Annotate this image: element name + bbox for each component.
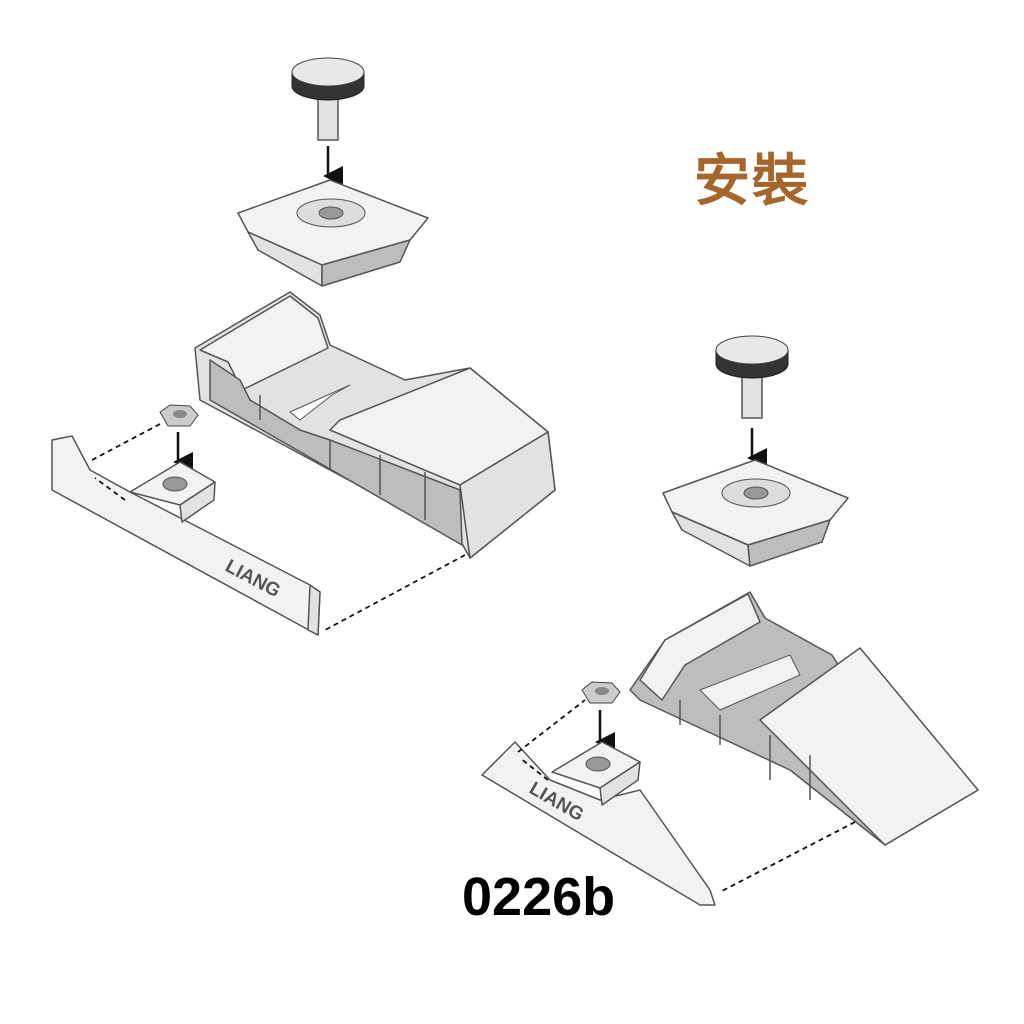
nut-left <box>159 404 199 427</box>
model-number: 0226b <box>462 867 616 927</box>
clamp-plate-right <box>662 459 849 567</box>
guide-line <box>91 423 466 631</box>
channel-profile-left <box>194 291 556 559</box>
left-assembly: LIANG <box>51 57 556 636</box>
thumb-screw-left <box>291 57 365 141</box>
clamp-plate-left <box>237 179 429 287</box>
nut-holder-right <box>551 741 641 806</box>
channel-profile-right <box>629 591 979 846</box>
guide-line <box>517 699 856 893</box>
thumb-screw-right <box>715 335 789 419</box>
nut-right <box>581 681 621 704</box>
page-title: 安裝 <box>694 148 810 214</box>
right-assembly: LIANG <box>481 335 979 906</box>
nut-holder-left <box>129 461 216 523</box>
